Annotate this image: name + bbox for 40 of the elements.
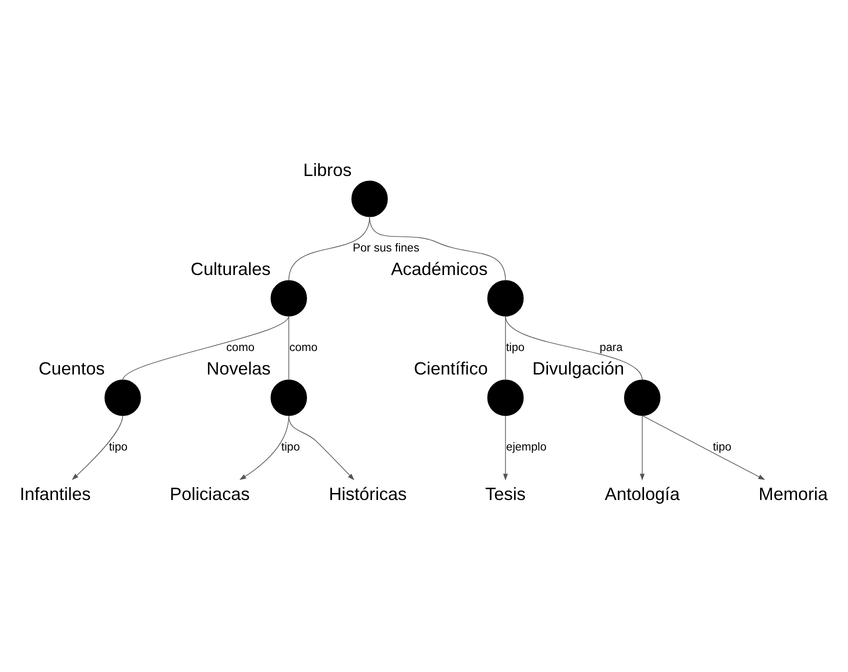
connector: [288, 216, 370, 280]
node-circle: [487, 379, 524, 416]
arrow: [72, 414, 124, 480]
node-label: Científico: [414, 358, 488, 378]
node-text: Tesis: [485, 483, 526, 504]
node-label: Novelas: [206, 358, 271, 378]
edge-label: tipo: [108, 441, 128, 454]
node-circle: [624, 379, 660, 416]
node-circle: [270, 379, 307, 416]
connector: [288, 315, 290, 380]
node-label: Culturales: [190, 258, 271, 279]
node-circle: [351, 180, 388, 217]
node-label: Académicos: [390, 258, 488, 279]
arrow: [503, 414, 508, 480]
node-text: Antología: [604, 483, 680, 504]
node-circle: [104, 379, 141, 416]
connector: [122, 315, 290, 380]
connector: [369, 216, 506, 280]
edge-label: para: [600, 342, 623, 354]
edge-label: como: [226, 342, 254, 354]
arrow: [288, 414, 354, 480]
node-text: Memoria: [758, 483, 828, 504]
node-text: Históricas: [328, 483, 407, 504]
node-label: Cuentos: [38, 358, 105, 378]
node-text: Infantiles: [20, 483, 91, 504]
connector: [505, 315, 506, 380]
edge-label: tipo: [712, 441, 732, 454]
arrow: [642, 414, 766, 480]
node-label: Libros: [303, 159, 352, 180]
arrow: [640, 414, 645, 480]
node-circle: [270, 280, 307, 316]
connector: [505, 315, 643, 380]
edge-label: tipo: [506, 342, 525, 354]
edge-label: como: [289, 342, 318, 354]
node-text: Policiacas: [170, 483, 250, 504]
node-circle: [487, 280, 524, 316]
edge-label: ejemplo: [506, 441, 547, 454]
edge-label: tipo: [281, 441, 300, 454]
node-label: Divulgación: [532, 358, 624, 378]
edge-label: Por sus fines: [352, 242, 420, 254]
